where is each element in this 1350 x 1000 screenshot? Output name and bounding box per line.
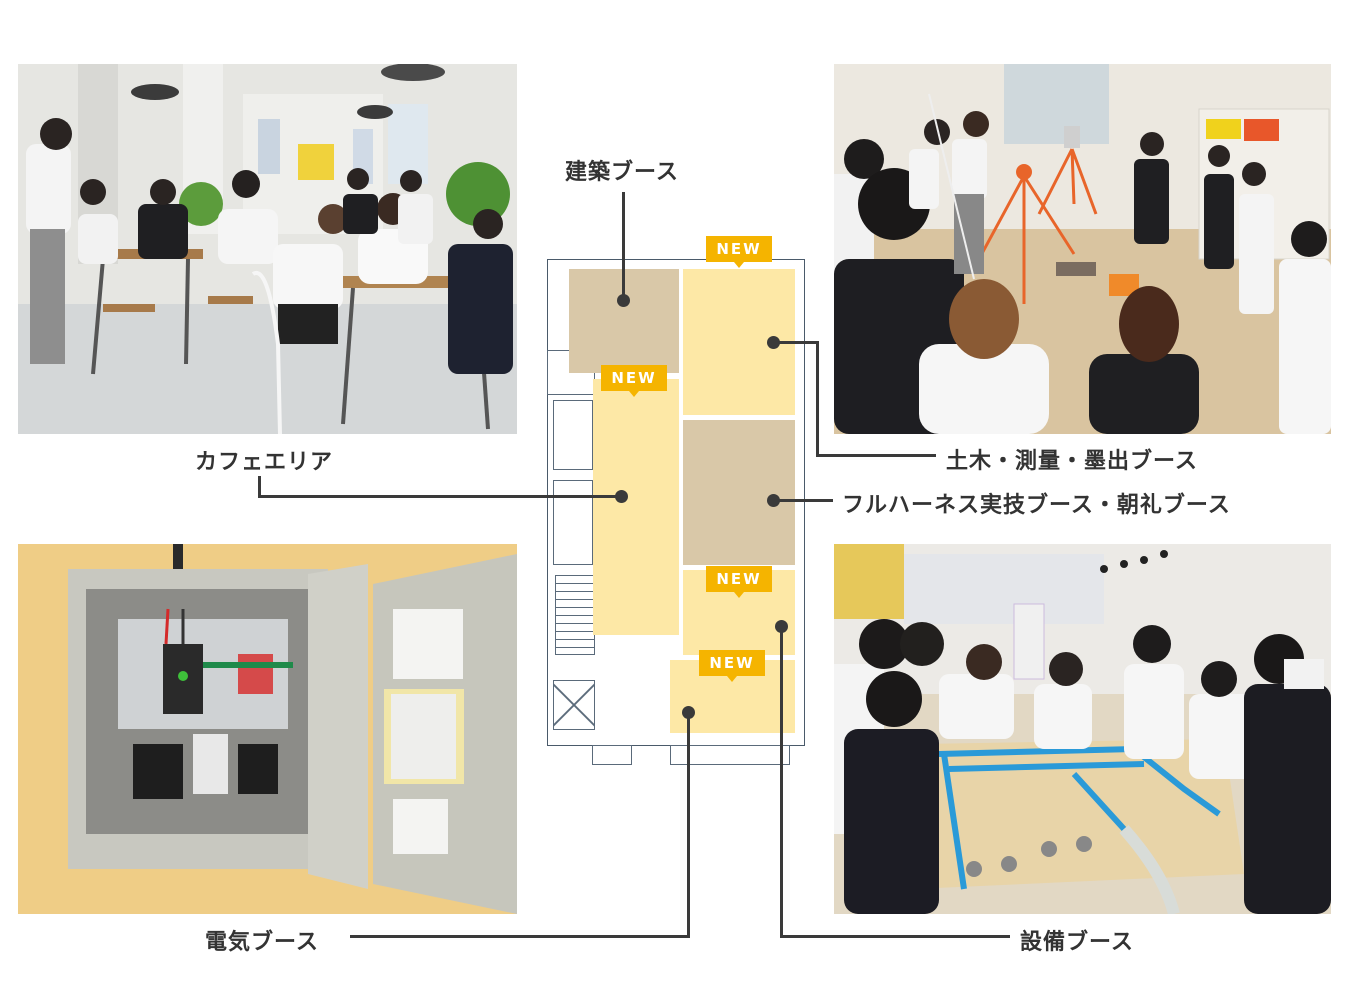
cafe-dot xyxy=(615,490,628,503)
electric-panel-illustration xyxy=(18,544,517,914)
civil-survey-booth-label: 土木・測量・墨出ブース xyxy=(946,449,1198,474)
new-badge-cafe: NEW xyxy=(601,365,667,397)
architecture-connector xyxy=(622,192,625,300)
civil-survey-connector-h2 xyxy=(816,454,936,457)
equipment-scene-illustration xyxy=(834,544,1331,914)
harness-booth-label: フルハーネス実技ブース・朝礼ブース xyxy=(842,493,1231,518)
survey-scene-illustration xyxy=(834,64,1331,434)
cafe-area-label: カフェエリア xyxy=(195,450,334,475)
electric-connector-h xyxy=(350,935,690,938)
electric-booth-photo xyxy=(18,544,517,914)
civil-survey-connector-v xyxy=(816,341,819,457)
harness-connector xyxy=(773,499,833,502)
equipment-booth-label: 設備ブース xyxy=(1020,930,1134,955)
plan-entrance-sign xyxy=(670,745,790,765)
cafe-area-photo xyxy=(18,64,517,434)
harness-booth-area xyxy=(683,420,795,565)
equipment-connector-v xyxy=(780,626,783,938)
civil-survey-connector-h1 xyxy=(773,341,819,344)
civil-survey-booth-photo xyxy=(834,64,1331,434)
plan-restroom-2 xyxy=(553,480,593,565)
plan-elevator xyxy=(553,680,595,730)
equipment-booth-photo xyxy=(834,544,1331,914)
electric-connector-v xyxy=(687,712,690,938)
electric-booth-label: 電気ブース xyxy=(205,930,319,955)
plan-entrance xyxy=(592,745,632,765)
new-badge-equipment: NEW xyxy=(706,566,772,598)
floor-plan: NEW NEW NEW NEW xyxy=(545,236,807,765)
cafe-connector-v xyxy=(258,476,261,498)
architecture-dot xyxy=(617,294,630,307)
cafe-connector-h xyxy=(258,495,622,498)
equipment-connector-h xyxy=(780,935,1010,938)
plan-restroom-1 xyxy=(553,400,593,470)
new-badge-civil-survey: NEW xyxy=(706,236,772,268)
architecture-booth-label: 建築ブース xyxy=(565,160,679,185)
cafe-area xyxy=(593,379,679,635)
cafe-scene-illustration xyxy=(18,64,517,434)
plan-staircase xyxy=(555,575,595,655)
new-badge-electric: NEW xyxy=(699,650,765,682)
